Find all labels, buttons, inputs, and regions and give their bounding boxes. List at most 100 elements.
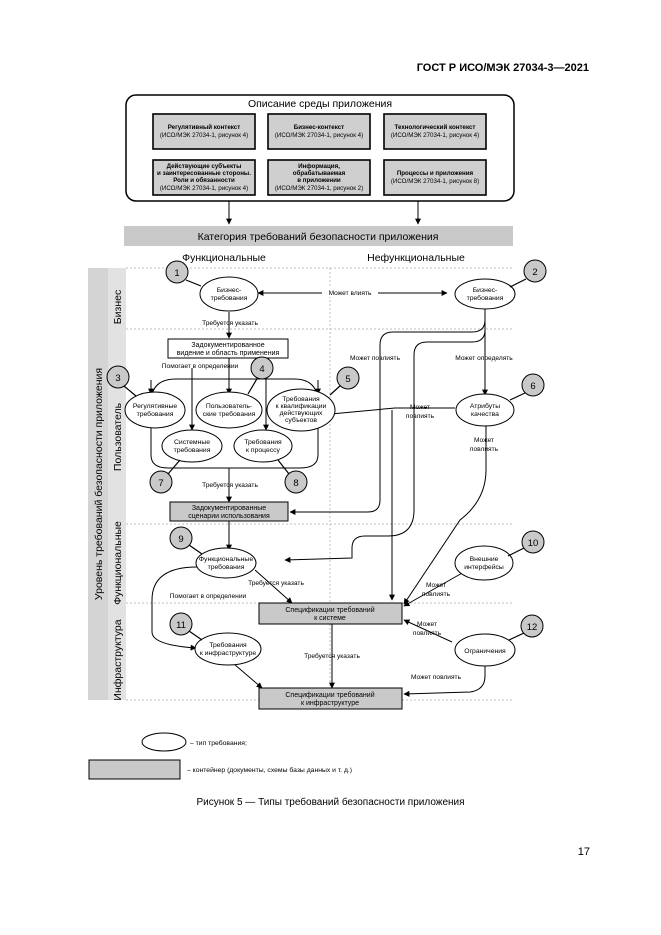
level-business: Бизнес — [112, 290, 124, 324]
node-label: Ограничения — [464, 648, 506, 655]
callout-10 — [521, 530, 545, 554]
callout-7 — [149, 470, 173, 494]
node-label: к квалификации — [276, 403, 327, 410]
edge-label-requires: Требуется указать — [202, 319, 258, 327]
legend-ellipse — [141, 732, 187, 752]
container-scenarios — [169, 501, 289, 522]
edge-label-may-affect: повлиять — [422, 591, 451, 598]
env-box-title: обрабатываемая — [293, 170, 346, 177]
node-label: требования — [208, 563, 245, 571]
edge-label-requires: Требуется указать — [304, 652, 360, 660]
container-scope-line: Задокументированное — [191, 342, 264, 349]
edge-label-helps-define: Помогает в определении — [162, 363, 239, 370]
edge-label-may-affect: Может — [417, 621, 437, 628]
legend-container-label: – контейнер (документы, схемы базы данны… — [187, 766, 352, 774]
callout-12 — [520, 614, 544, 638]
node-label: действующих — [280, 409, 323, 417]
env-box-title: Роли и обязанности — [173, 177, 235, 184]
edge-label-may-affect: повлиять — [413, 630, 442, 637]
env-box-title: Технологический контекст — [395, 124, 476, 131]
column-nonfunctional: Нефункциональные — [367, 252, 465, 264]
callout-number: 7 — [158, 478, 163, 489]
edge-label-may-affect-long: Может повлиять — [411, 674, 462, 681]
env-box-title: в приложении — [297, 177, 341, 184]
callout-8 — [284, 470, 308, 494]
callout-number: 6 — [530, 381, 535, 392]
edge-label-may-affect: Может — [410, 404, 430, 411]
node-label: Требования — [244, 438, 282, 446]
page-number: 17 — [577, 846, 590, 858]
column-functional: Функциональные — [182, 252, 266, 264]
edge-label-may-affect: повлиять — [470, 446, 499, 453]
callout-number: 2 — [532, 267, 537, 278]
callout-number: 11 — [176, 620, 186, 631]
category-bar — [124, 226, 513, 246]
env-box-title: Бизнес-контекст — [294, 124, 344, 131]
edge-label-may-affect: Может влиять — [329, 290, 372, 297]
node-label: Атрибуты — [470, 402, 500, 410]
node-label: Регулятивные — [133, 403, 178, 410]
env-box-title: Действующие субъекты — [167, 163, 242, 170]
env-box-regulatory — [152, 113, 256, 150]
edge-label-may-affect-long: Может повлиять — [350, 355, 401, 362]
node-label: Требования — [282, 395, 320, 403]
container-scope — [167, 338, 289, 359]
edge-label-helps-define: Помогает в определении — [170, 593, 247, 600]
node-label: требования — [137, 410, 174, 418]
node-infrastructure-req — [194, 632, 262, 666]
callout-1 — [165, 260, 189, 284]
env-box-ref: (ИСО/МЭК 27034-1, рисунок 4) — [391, 132, 479, 139]
env-box-business — [267, 113, 371, 150]
env-box-ref: (ИСО/МЭК 27034-1, рисунок 2) — [275, 185, 363, 192]
callout-number: 12 — [527, 622, 538, 633]
env-title: Описание среды приложения — [248, 98, 392, 110]
node-label: Бизнес- — [217, 287, 242, 294]
node-label: качества — [471, 411, 499, 418]
node-label: к инфраструктуре — [200, 650, 257, 657]
node-quality-attributes — [455, 393, 515, 427]
callout-4 — [250, 356, 274, 380]
node-label: Бизнес- — [473, 287, 498, 294]
env-box-information — [267, 159, 371, 196]
callout-number: 8 — [293, 478, 298, 489]
container-sys-spec-line: Спецификации требований — [285, 606, 374, 614]
level-axis-band — [88, 268, 108, 700]
node-label: Системные — [174, 439, 210, 446]
callout-number: 4 — [259, 364, 264, 375]
edge-label-may-affect: Может — [474, 437, 494, 444]
container-infra-spec — [258, 687, 403, 710]
edge-label-requires: Требуется указать — [248, 579, 304, 587]
env-box-actors — [152, 159, 256, 196]
node-label: Функциональные — [199, 556, 253, 563]
category-bar-label: Категория требований безопасности прилож… — [198, 231, 439, 243]
container-scenarios-line: Задокументированные — [192, 505, 266, 512]
node-user-req — [195, 391, 263, 429]
edge-label-may-define: Может определять — [455, 355, 513, 362]
container-sys-spec — [258, 602, 403, 625]
level-infrastructure: Инфраструктура — [112, 619, 124, 700]
level-functional: Функциональные — [112, 521, 124, 605]
env-box-ref: (ИСО/МЭК 27034-1, рисунок 8) — [391, 178, 479, 185]
env-box-title: и заинтересованные стороны. — [157, 170, 251, 177]
node-constraints — [454, 633, 516, 667]
node-functional-req — [195, 547, 257, 579]
callout-11 — [169, 612, 193, 636]
node-label: требования — [467, 294, 504, 302]
legend-container — [88, 759, 181, 780]
env-box-title: Информация, — [298, 163, 340, 170]
node-business-req-1 — [199, 276, 259, 312]
legend-ellipse-label: – тип требования; — [190, 739, 247, 747]
level-user: Пользователь — [112, 402, 124, 471]
node-label: ские требования — [203, 410, 256, 418]
node-process-req — [233, 429, 293, 463]
env-box-technological — [383, 113, 487, 150]
env-box-title: Регулятивный контекст — [168, 124, 241, 131]
edge-label-may-affect: Может — [426, 582, 446, 589]
node-label: Пользователь- — [206, 403, 252, 410]
env-box-title: Процессы и приложения — [397, 170, 474, 177]
callout-9 — [169, 526, 193, 550]
node-regulatory-req — [124, 391, 186, 429]
level-axis-label: Уровень требований безопасности приложен… — [93, 368, 105, 600]
container-infra-spec-line: к инфраструктуре — [301, 700, 359, 707]
